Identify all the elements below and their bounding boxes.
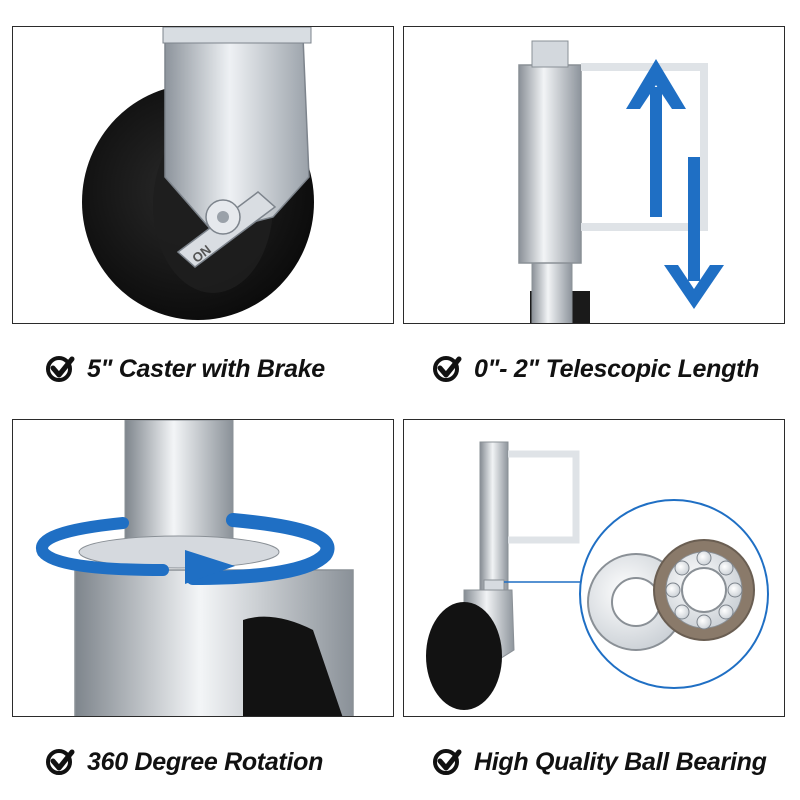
jack-tube	[479, 441, 509, 593]
feature-caption-telescopic-length: 0"- 2" Telescopic Length	[432, 349, 759, 389]
feature-caption-rotation: 360 Degree Rotation	[45, 742, 323, 782]
swivel-stem	[124, 420, 234, 551]
feature-caption-caster-brake: 5" Caster with Brake	[45, 349, 325, 389]
caption-text: 360 Degree Rotation	[87, 747, 324, 776]
check-circle-icon	[433, 749, 462, 775]
telescopic-tube	[518, 64, 582, 264]
check-circle-icon	[433, 356, 462, 382]
ball-bearing-photo	[403, 419, 785, 717]
rotation-photo	[12, 419, 394, 717]
rotation-arrow	[36, 513, 335, 585]
caption-text: 0"- 2" Telescopic Length	[474, 354, 760, 383]
caster-brake-photo: ON	[12, 26, 394, 324]
caption-text: 5" Caster with Brake	[87, 354, 325, 383]
telescope-arrows	[626, 59, 724, 309]
wheel-tire	[243, 616, 343, 716]
caption-text: High Quality Ball Bearing	[474, 747, 767, 776]
wheel-tire	[426, 602, 502, 710]
telescopic-length-photo	[403, 26, 785, 324]
feature-caption-ball-bearing: High Quality Ball Bearing	[432, 742, 767, 782]
check-circle-icon	[46, 356, 75, 382]
mount-plate	[581, 63, 708, 231]
ball-bearing	[587, 539, 755, 651]
check-circle-icon	[46, 749, 75, 775]
